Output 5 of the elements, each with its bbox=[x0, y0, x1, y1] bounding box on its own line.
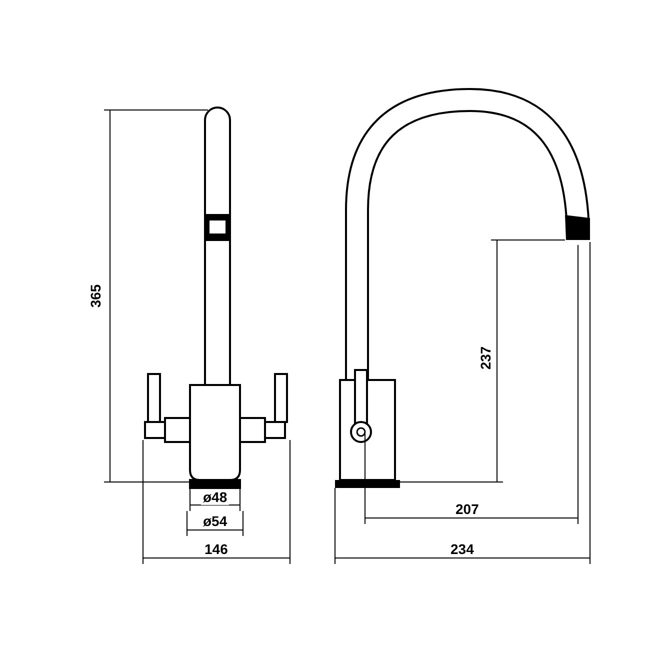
dimension-label: 234 bbox=[448, 541, 476, 557]
dimension-label: ø54 bbox=[201, 513, 230, 529]
dimension-label: 207 bbox=[454, 501, 481, 517]
dimension-label: 146 bbox=[202, 541, 230, 557]
dimension-label: ø48 bbox=[201, 489, 230, 505]
